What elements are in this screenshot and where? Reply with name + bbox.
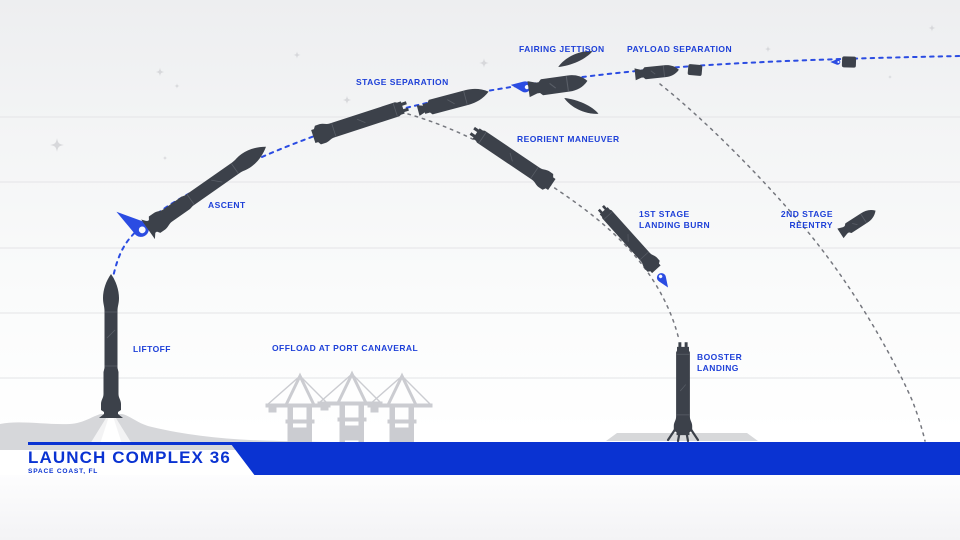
port-cranes xyxy=(264,372,434,446)
label-payload-separation-text: PAYLOAD SEPARATION xyxy=(627,44,733,54)
label-fairing-jettison: FAIRING JETTISON xyxy=(519,44,605,55)
site-block: LAUNCH COMPLEX 36 SPACE COAST, FL xyxy=(28,448,231,475)
label-booster-landing-line2: LANDING xyxy=(697,362,739,373)
ground-silhouette xyxy=(0,414,640,450)
label-ascent: ASCENT xyxy=(208,200,246,211)
trajectory-stage2-descent-path xyxy=(659,83,926,442)
label-first-stage-landing-burn-line1: 1ST STAGE xyxy=(639,209,690,219)
payload-separated xyxy=(687,63,703,77)
label-reorient-maneuver: REORIENT MANEUVER xyxy=(517,134,620,145)
label-stage-separation: STAGE SEPARATION xyxy=(356,77,449,88)
label-second-stage-reentry: 2ND STAGE REENTRY xyxy=(745,209,833,230)
trajectory-booster-descent-path xyxy=(407,113,680,341)
upper-stage-stage-separation xyxy=(415,84,491,119)
label-reorient-maneuver-text: REORIENT MANEUVER xyxy=(517,134,620,144)
rocket-ascent xyxy=(140,136,274,240)
label-liftoff: LIFTOFF xyxy=(133,344,171,355)
fairing-half-bottom xyxy=(562,97,601,116)
exhaust-plume xyxy=(90,410,132,444)
site-title: LAUNCH COMPLEX 36 xyxy=(28,448,231,467)
label-ascent-text: ASCENT xyxy=(208,200,246,210)
site-subtitle: SPACE COAST, FL xyxy=(28,468,99,475)
label-booster-landing: BOOSTER LANDING xyxy=(697,352,742,373)
label-second-stage-reentry-line2: REENTRY xyxy=(789,219,833,230)
label-fairing-jettison-text: FAIRING JETTISON xyxy=(519,44,605,54)
rocket-liftoff xyxy=(98,273,124,419)
footer-background xyxy=(0,475,960,540)
label-offload-port-canaveral: OFFLOAD AT PORT CANAVERAL xyxy=(272,343,418,354)
label-liftoff-text: LIFTOFF xyxy=(133,344,171,354)
booster-stage-separation xyxy=(309,96,411,147)
label-booster-landing-line1: BOOSTER xyxy=(697,352,743,362)
booster-landed xyxy=(666,341,700,443)
label-offload-port-canaveral-text: OFFLOAD AT PORT CANAVERAL xyxy=(272,343,419,353)
banner-accent-line xyxy=(28,442,232,445)
trajectory-ascent-path xyxy=(111,55,960,283)
label-first-stage-landing-burn-line2: LANDING BURN xyxy=(639,219,711,230)
banner xyxy=(229,442,960,475)
label-stage-separation-text: STAGE SEPARATION xyxy=(356,77,449,87)
label-first-stage-landing-burn: 1ST STAGE LANDING BURN xyxy=(639,209,710,230)
upper-stage-fairing-jettison xyxy=(526,72,590,98)
landing-pad xyxy=(606,433,758,441)
upper-stage-payload-separation xyxy=(634,63,680,81)
stage2-reentry xyxy=(836,205,880,239)
altitude-gridlines xyxy=(0,116,960,379)
payload-cruise xyxy=(841,56,857,68)
label-payload-separation: PAYLOAD SEPARATION xyxy=(627,44,732,55)
label-second-stage-reentry-line1: 2ND STAGE xyxy=(780,209,833,219)
